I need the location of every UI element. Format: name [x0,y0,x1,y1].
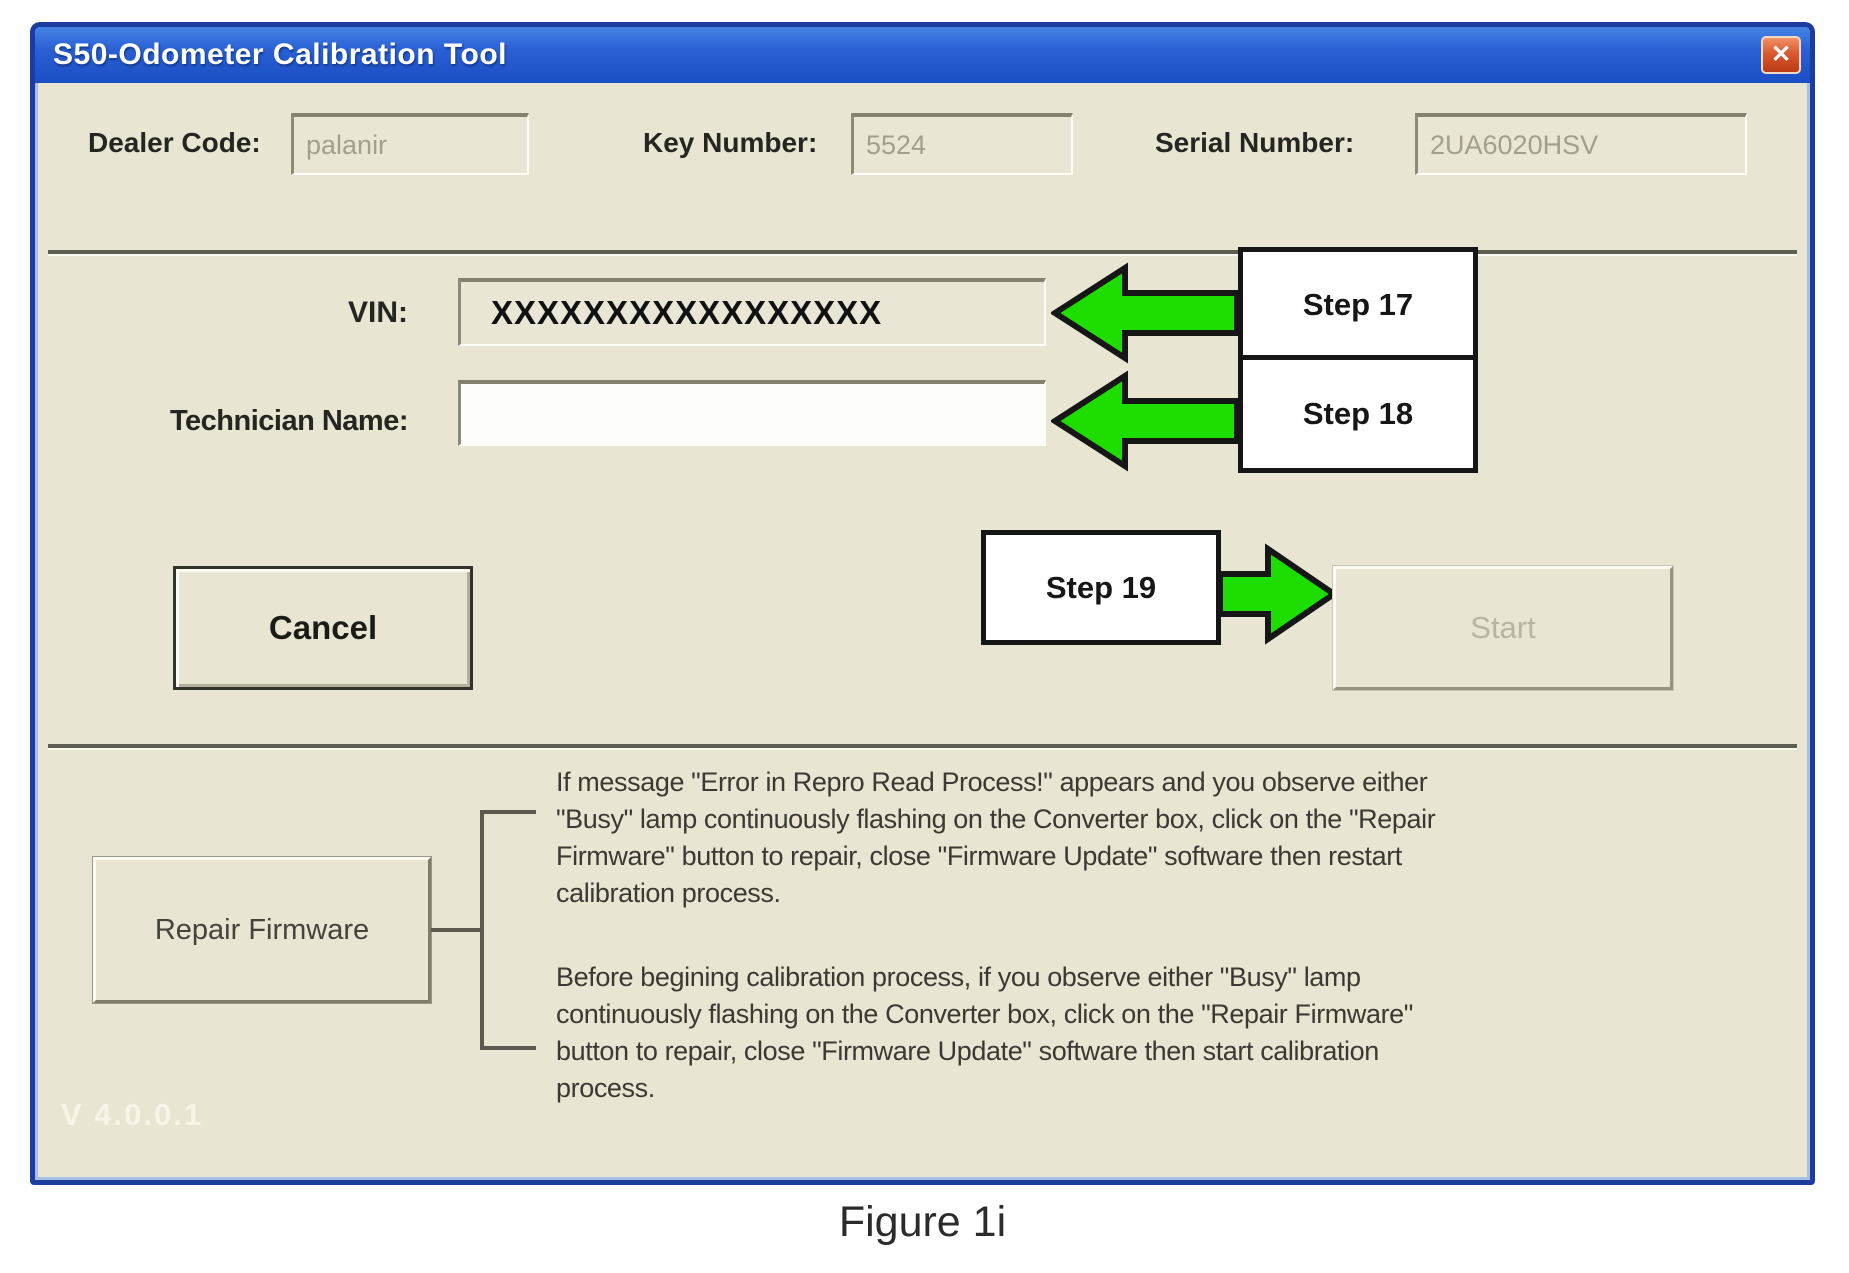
window-title: S50-Odometer Calibration Tool [53,38,507,71]
technician-name-input[interactable] [458,380,1046,446]
step-19-arrow-icon [1217,543,1338,645]
dealer-code-label: Dealer Code: [88,127,261,158]
instruction-paragraph-2: Before begining calibration process, if … [556,962,1413,1103]
step-18-arrow-icon [1051,370,1240,472]
step-18-callout: Step 18 [1238,355,1478,473]
repair-firmware-button-label: Repair Firmware [154,913,370,946]
separator-top [48,250,1797,256]
serial-number-field[interactable]: 2UA6020HSV [1415,113,1747,175]
figure-caption: Figure 1i [838,1198,1007,1246]
close-icon: ✕ [1770,41,1792,68]
step-19-label: Step 19 [1045,569,1157,605]
serial-number-label: Serial Number: [1155,127,1355,158]
step-17-arrow-icon [1051,262,1240,364]
key-number-value: 5524 [866,129,927,160]
cancel-button[interactable]: Cancel [173,566,473,690]
close-button[interactable]: ✕ [1761,36,1801,74]
instruction-paragraph-1: If message "Error in Repro Read Process!… [556,767,1436,908]
vin-field[interactable]: XXXXXXXXXXXXXXXXX [458,278,1046,346]
key-number-label: Key Number: [643,127,818,158]
technician-name-label: Technician Name: [169,405,409,437]
step-18-label: Step 18 [1302,396,1414,431]
title-bar: S50-Odometer Calibration Tool ✕ [35,27,1810,83]
cancel-button-label: Cancel [268,609,378,646]
dialog-client-area: Dealer Code: palanir Key Number: 5524 Se… [35,83,1810,1180]
version-label: V 4.0.0.1 [61,1097,204,1132]
vin-label: VIN: [348,296,408,329]
bracket-middle-line [431,928,483,932]
separator-bottom [48,744,1797,750]
start-button-label: Start [1470,610,1536,645]
dealer-code-field[interactable]: palanir [291,113,529,175]
start-button[interactable]: Start [1332,565,1674,691]
step-19-callout: Step 19 [981,530,1221,645]
bracket-vertical-line [480,810,484,1050]
step-17-callout: Step 17 [1238,247,1478,362]
dialog-s50-odometer-calibration-tool: S50-Odometer Calibration Tool ✕ Dealer C… [30,22,1815,1185]
repair-firmware-button[interactable]: Repair Firmware [92,856,432,1004]
bracket-bottom-line [480,1046,536,1050]
dealer-code-value: palanir [306,129,388,160]
step-17-label: Step 17 [1302,286,1414,322]
bracket-top-line [480,810,536,814]
key-number-field[interactable]: 5524 [851,113,1073,175]
serial-number-value: 2UA6020HSV [1430,129,1599,160]
vin-value: XXXXXXXXXXXXXXXXX [491,294,883,331]
